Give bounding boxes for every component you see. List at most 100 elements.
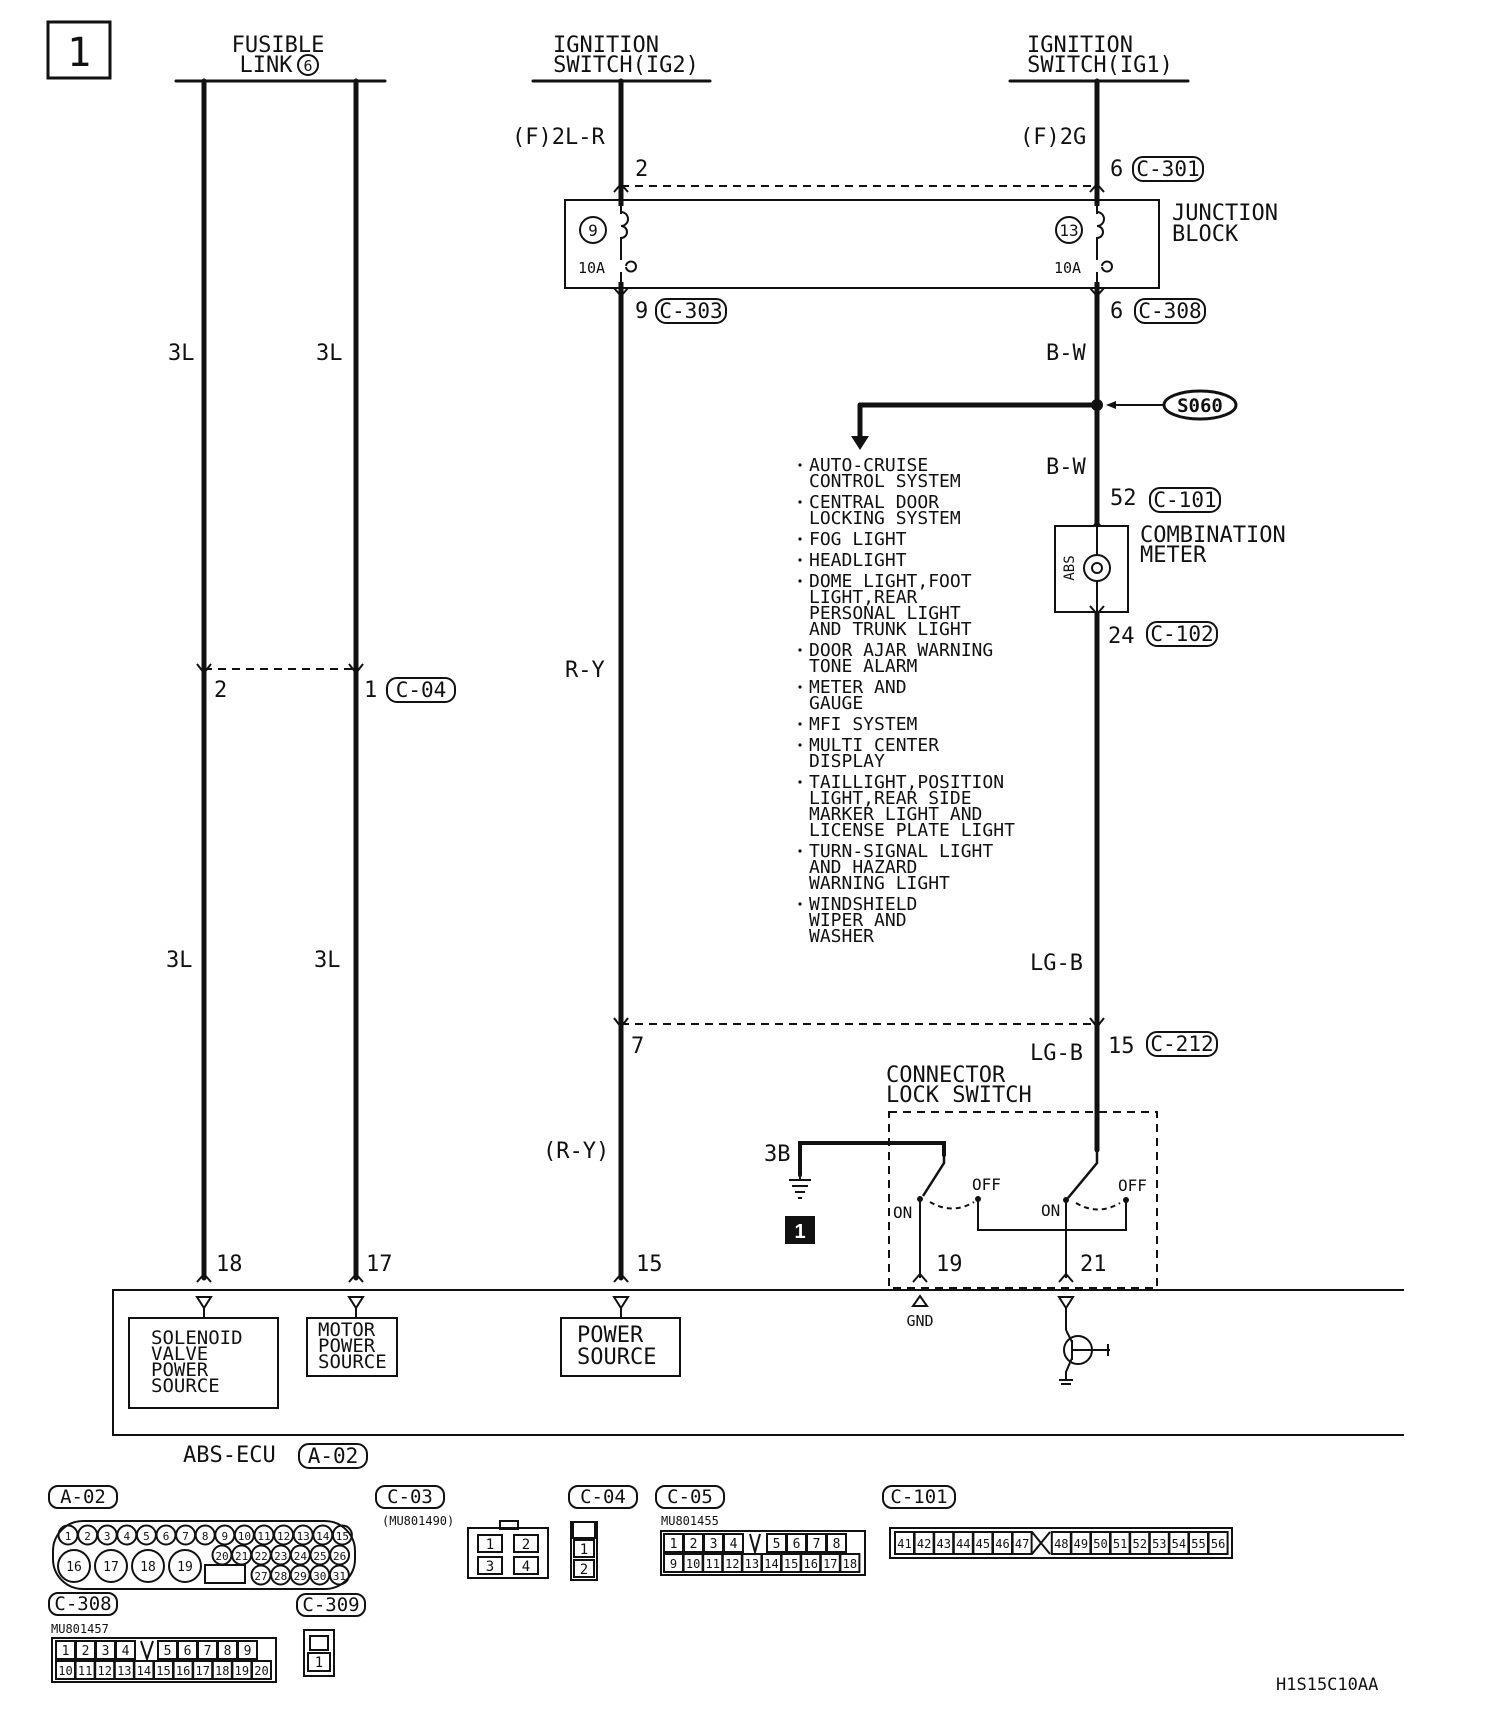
solenoid-label-3: POWER: [151, 1359, 209, 1381]
wire-label-3b: 3B: [764, 1142, 791, 1167]
system-item-line: TONE ALARM: [809, 656, 918, 677]
a02-pin-number: 18: [140, 1560, 156, 1575]
c05-housing: [660, 1530, 866, 1576]
system-item-line: MARKER LIGHT AND: [809, 804, 982, 825]
splice-s060-label: S060: [1177, 395, 1223, 417]
c05-pin-number: 6: [793, 1537, 801, 1552]
system-item-line: GAUGE: [809, 693, 863, 714]
c101-pin-number: 53: [1152, 1537, 1166, 1551]
switch-1-off-label: OFF: [972, 1175, 1001, 1194]
c101-pin-number: 47: [1015, 1537, 1029, 1551]
pin-ig1-6: 6: [1110, 157, 1123, 182]
page-number-box: [46, 20, 112, 80]
abs-ecu-box: [112, 1289, 1404, 1436]
wire-label-3l-1: 3L: [168, 341, 195, 366]
abs-lamp-label: ABS: [1062, 555, 1078, 580]
c101-pin-number: 42: [917, 1537, 931, 1551]
system-item-line: WASHER: [809, 926, 874, 947]
fuse-13-rating: 10A: [1054, 259, 1081, 277]
c308-pin-number: 6: [184, 1644, 192, 1659]
a02-pin-number: 14: [316, 1530, 330, 1543]
pin-ecu-21: 21: [1080, 1252, 1107, 1277]
motor-label-1: MOTOR: [318, 1319, 376, 1341]
fuse-9-rating: 10A: [578, 259, 605, 277]
ground-ref: 1: [794, 1221, 805, 1243]
system-item-line: MFI SYSTEM: [809, 714, 918, 735]
a02-pin-number: 23: [274, 1550, 287, 1563]
c04-chevron-left: [196, 663, 212, 675]
c309-pin-number: 1: [315, 1655, 323, 1671]
c05-pin-number: 3: [710, 1537, 718, 1552]
pin-c102-24: 24: [1108, 624, 1135, 649]
connector-view-c309: C-309 1: [296, 1593, 366, 1677]
c03-pin-number: 4: [522, 1559, 530, 1575]
pin-c04-2: 2: [214, 678, 227, 703]
system-bullet: [798, 849, 802, 853]
c309-housing: [303, 1629, 335, 1677]
a02-pin-number: 10: [238, 1530, 251, 1543]
system-bullet: [798, 780, 802, 784]
c308-pin-number: 20: [254, 1664, 268, 1678]
c308-part-number: MU801457: [51, 1622, 109, 1636]
off-contacts-link: [977, 1199, 1127, 1231]
c04-pin: [573, 1559, 595, 1578]
c308-pin-number: 3: [102, 1644, 110, 1659]
a02-pin: [329, 1544, 351, 1566]
c308-pin-number: 2: [82, 1644, 90, 1659]
c05-pin-number: 15: [784, 1557, 798, 1571]
c212-connector-tag: [1146, 1031, 1218, 1057]
c308-pin-number: 11: [78, 1664, 92, 1678]
switch-1-on-label: ON: [893, 1203, 912, 1222]
c05-pin-number: 14: [764, 1557, 778, 1571]
a02-pin-number: 7: [182, 1530, 189, 1543]
c03-part-number: (MU801490): [382, 1514, 454, 1528]
a02-pin-number: 9: [221, 1530, 228, 1543]
c101-view-tag: [882, 1485, 956, 1509]
c05-pin-number: 16: [803, 1557, 817, 1571]
a02-housing: [52, 1520, 356, 1590]
c308-pin-number: 7: [204, 1644, 212, 1659]
system-bullet: [798, 579, 802, 583]
c308-pin-number: 14: [137, 1664, 151, 1678]
c05-pin-number: 1: [670, 1537, 678, 1552]
c102-connector-tag: [1146, 621, 1218, 647]
solenoid-power-block: [128, 1317, 279, 1409]
a02-pin-number: 12: [277, 1530, 290, 1543]
branch-arrow: [851, 436, 869, 450]
c05-pin-number: 2: [690, 1537, 698, 1552]
a02-pin-number: 16: [66, 1560, 82, 1575]
c309-view-label: C-309: [302, 1594, 359, 1616]
c308-pin-number: 8: [224, 1644, 232, 1659]
a02-pin-number: 26: [333, 1550, 346, 1563]
c308-pin-number: 16: [176, 1664, 190, 1678]
fusible-link-number-circle: [297, 54, 319, 76]
a02-pin-number: 31: [333, 1570, 346, 1583]
ig2-label-1: IGNITION: [553, 33, 659, 58]
power-source-block: [560, 1317, 681, 1377]
c308-pin-number: 12: [97, 1664, 111, 1678]
c03-pin-number: 2: [522, 1537, 530, 1553]
a02-pin-number: 25: [313, 1550, 326, 1563]
c301-connector-label: C-301: [1136, 157, 1199, 181]
solenoid-label-1: SOLENOID: [151, 1327, 243, 1349]
wire-label-lgb-1: LG-B: [1030, 951, 1083, 976]
jb-chevron-left: [613, 287, 629, 298]
wire-label-f2g: (F)2G: [1020, 125, 1086, 150]
c04-connector-tag: [386, 677, 456, 703]
c308-pin-number: 15: [156, 1664, 170, 1678]
ig2-label-2: SWITCH(IG2): [553, 53, 699, 78]
wire-label-bw-2: B-W: [1046, 455, 1086, 480]
ecu-input-18: [195, 1296, 213, 1318]
c05-pin-number: 7: [813, 1537, 821, 1552]
pin-19-chevron: [912, 1272, 928, 1283]
a02-view-tag: [48, 1485, 118, 1509]
system-item-line: WARNING LIGHT: [809, 873, 950, 894]
system-item-line: DISPLAY: [809, 751, 885, 772]
c303-connector-tag: [655, 298, 727, 324]
a02-pin-large: [94, 1549, 128, 1583]
c101-key: [1031, 1531, 1051, 1555]
